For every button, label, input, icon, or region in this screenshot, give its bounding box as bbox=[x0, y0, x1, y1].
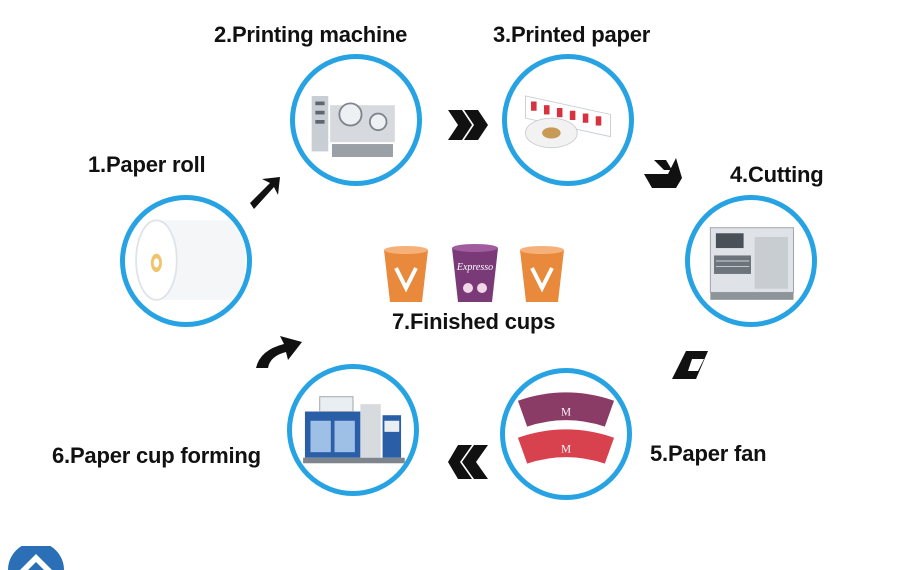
printed-paper-icon bbox=[502, 54, 634, 186]
arrow-2-to-3-chevrons bbox=[448, 110, 488, 140]
arrow-5-to-6-chevrons bbox=[448, 445, 488, 479]
step-label-paper-roll: 1.Paper roll bbox=[88, 152, 206, 177]
cup-orange bbox=[384, 246, 428, 302]
finished-cups-icon: Expresso bbox=[384, 244, 564, 302]
arrow-6-to-7 bbox=[256, 336, 302, 368]
printing-machine-icon bbox=[290, 54, 422, 186]
step-label-cutting: 4.Cutting bbox=[730, 162, 824, 187]
paper-fan-icon: M M bbox=[500, 368, 632, 500]
die-cutting-machine-icon bbox=[685, 195, 817, 327]
step-label-paper-cup-forming: 6.Paper cup forming bbox=[52, 443, 261, 468]
arrow-3-to-4 bbox=[644, 158, 682, 188]
svg-text:Expresso: Expresso bbox=[456, 262, 493, 273]
cup-purple: Expresso bbox=[452, 244, 498, 302]
step-label-finished-cups: 7.Finished cups bbox=[392, 309, 556, 334]
company-logo bbox=[8, 546, 64, 570]
svg-text:M: M bbox=[561, 407, 571, 419]
step-label-printing-machine: 2.Printing machine bbox=[214, 22, 408, 47]
step-label-printed-paper: 3.Printed paper bbox=[493, 22, 651, 47]
paper-roll-icon bbox=[120, 195, 252, 327]
step-label-paper-fan: 5.Paper fan bbox=[650, 441, 767, 466]
cup-forming-machine-icon bbox=[287, 364, 419, 496]
arrow-4-to-5 bbox=[672, 351, 708, 379]
svg-text:M: M bbox=[561, 443, 571, 455]
cup-orange-2 bbox=[520, 246, 564, 302]
arrow-1-to-2 bbox=[250, 177, 280, 209]
